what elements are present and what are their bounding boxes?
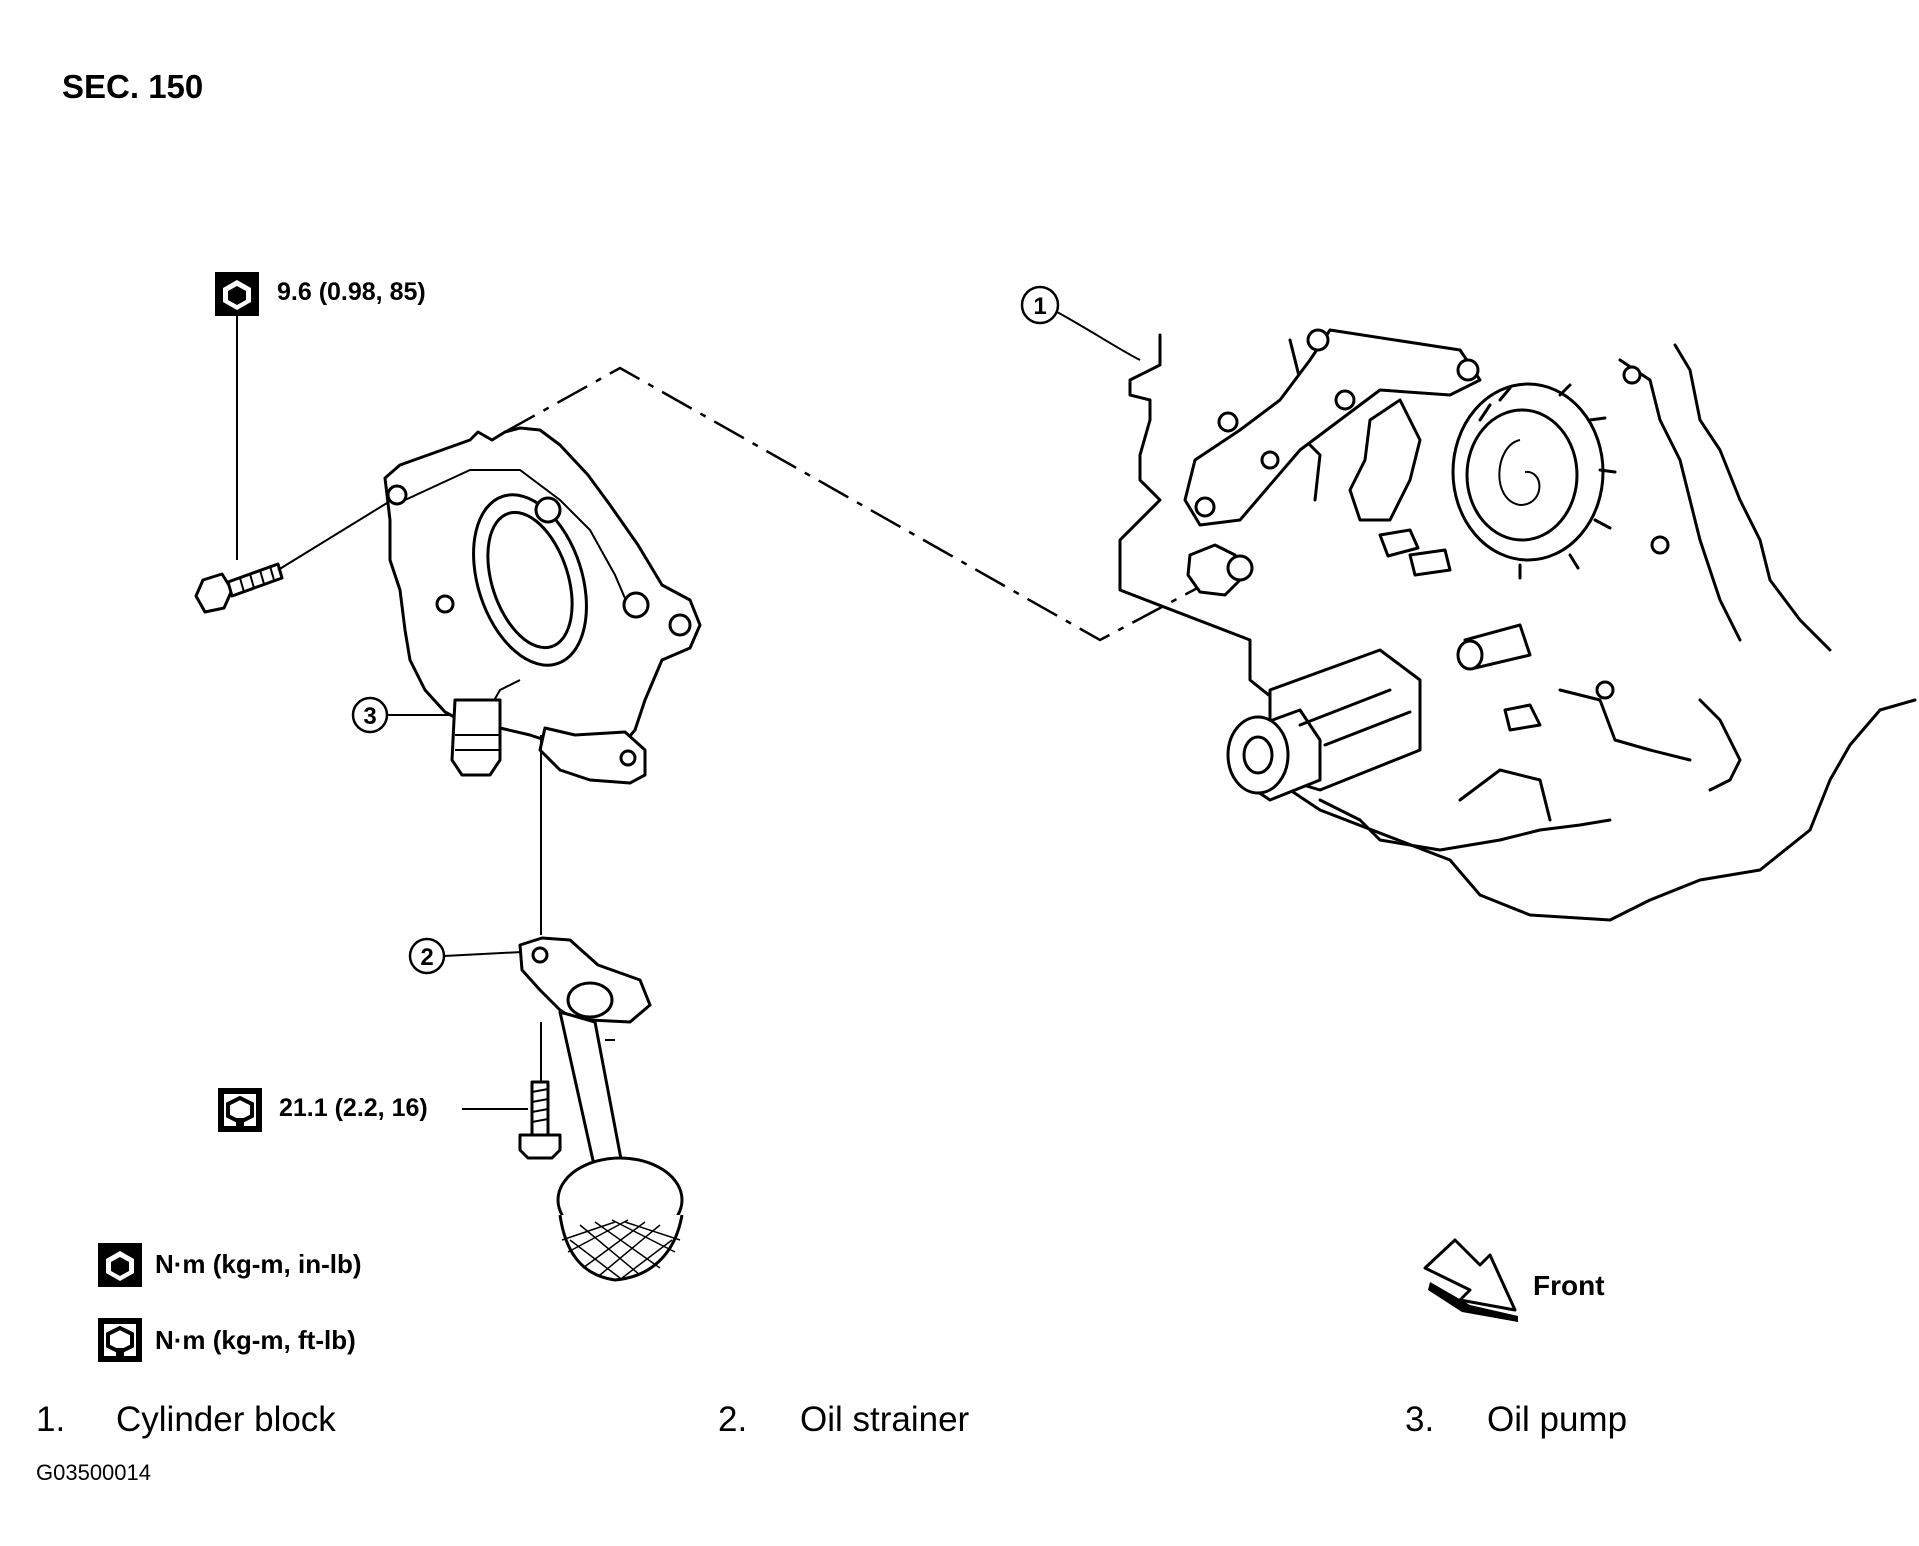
front-label: Front bbox=[1533, 1270, 1605, 1301]
legend-in-lb: N·m (kg-m, in-lb) bbox=[155, 1249, 362, 1279]
front-direction-arrow-icon bbox=[1423, 1238, 1518, 1322]
torque-spec-top: 9.6 (0.98, 85) bbox=[277, 278, 426, 306]
figure-code: G03500014 bbox=[36, 1460, 151, 1485]
oil-pump-body bbox=[383, 426, 702, 785]
callout-2: 2 bbox=[408, 937, 523, 975]
oil-strainer bbox=[518, 936, 684, 1282]
legend-outline-icon bbox=[98, 1318, 142, 1362]
bolt-alignment-line bbox=[277, 494, 401, 571]
caption-3-name: Oil pump bbox=[1487, 1400, 1628, 1439]
caption-2-name: Oil strainer bbox=[800, 1400, 970, 1439]
caption-2-number: 2. bbox=[718, 1400, 748, 1439]
callout-1: 1 bbox=[1020, 285, 1141, 361]
oil-pump-bolt bbox=[194, 562, 284, 614]
svg-text:2: 2 bbox=[420, 944, 433, 971]
callout-3: 3 bbox=[351, 696, 452, 734]
cylinder-block bbox=[1118, 328, 1917, 922]
svg-text:1: 1 bbox=[1033, 293, 1046, 320]
section-title: SEC. 150 bbox=[62, 68, 204, 105]
caption-1-name: Cylinder block bbox=[116, 1400, 336, 1439]
pump-to-block-alignment-line bbox=[504, 366, 1236, 642]
oil-strainer-bolt bbox=[518, 1022, 562, 1160]
torque-spec-bottom: 21.1 (2.2, 16) bbox=[279, 1094, 428, 1122]
svg-text:3: 3 bbox=[363, 703, 376, 730]
torque-wrench-filled-icon bbox=[215, 272, 259, 316]
caption-1-number: 1. bbox=[36, 1400, 66, 1439]
legend-ft-lb: N·m (kg-m, ft-lb) bbox=[155, 1325, 356, 1355]
caption-3-number: 3. bbox=[1405, 1400, 1435, 1439]
torque-wrench-outline-icon bbox=[218, 1088, 262, 1132]
legend-filled-icon bbox=[98, 1243, 142, 1287]
